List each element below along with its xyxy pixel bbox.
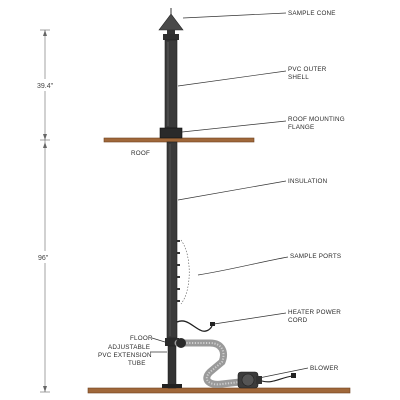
- flexible-duct: [174, 339, 244, 388]
- roof-mounting-flange: [159, 127, 183, 139]
- label-roof-mounting-flange-line1: ROOF MOUNTING: [288, 116, 345, 123]
- blower: [237, 371, 296, 389]
- sample-ports: [177, 239, 190, 305]
- dimension-upper: 39.4": [37, 83, 54, 90]
- roof-board: [103, 137, 255, 143]
- label-sample-cone: SAMPLE CONE: [288, 10, 336, 17]
- label-roof-mounting-flange-line2: FLANGE: [288, 124, 314, 131]
- label-extension-tube-line1: ADJUSTABLE: [108, 344, 150, 351]
- label-pvc-outer-shell-line2: SHELL: [288, 74, 309, 81]
- heater-power-cord: [176, 320, 213, 332]
- dimension-lower: 96": [38, 255, 49, 262]
- leader-lines: [150, 12, 309, 379]
- floor-board: [87, 387, 351, 394]
- pipe-fitting: [165, 338, 179, 346]
- label-extension-tube-line2: PVC EXTENSION: [98, 352, 152, 359]
- label-roof: ROOF: [131, 150, 150, 157]
- label-floor: FLOOR: [130, 335, 153, 342]
- label-extension-tube-line3: TUBE: [128, 360, 146, 367]
- insulated-pipe: [166, 141, 178, 339]
- label-insulation: INSULATION: [288, 178, 328, 185]
- pvc-outer-shell: [164, 39, 178, 129]
- label-heater-power-cord-line1: HEATER POWER: [288, 309, 341, 316]
- label-heater-power-cord-line2: CORD: [288, 317, 308, 324]
- label-pvc-outer-shell-line1: PVC OUTER: [288, 66, 327, 73]
- adjustable-extension-tube: [167, 345, 177, 389]
- label-blower: BLOWER: [310, 365, 339, 372]
- sample-cone: [158, 8, 184, 40]
- label-sample-ports: SAMPLE PORTS: [290, 253, 341, 260]
